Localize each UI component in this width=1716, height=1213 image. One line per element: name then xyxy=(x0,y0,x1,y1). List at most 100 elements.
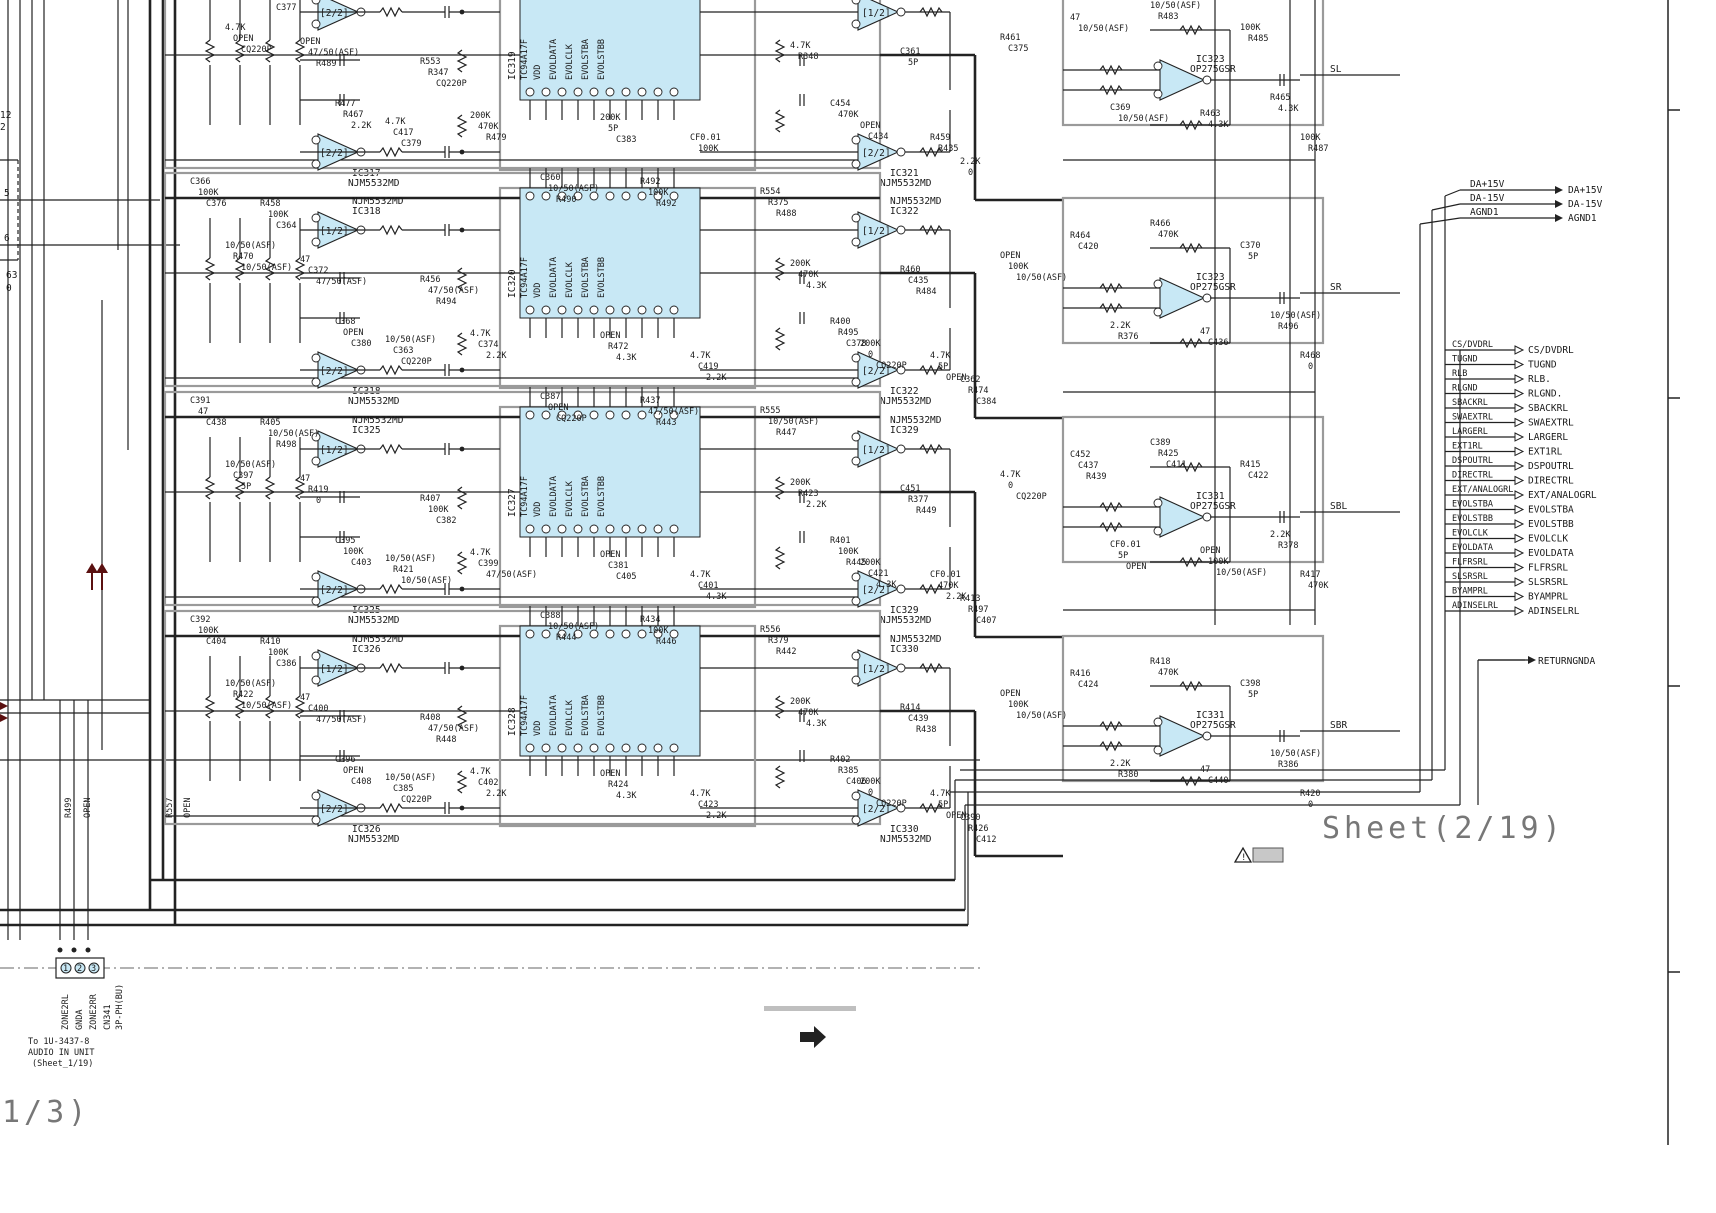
signal-port-label: BYAMPRL xyxy=(1528,592,1568,603)
ic-pin-label: EVOLDATA xyxy=(549,39,559,80)
part-label: CQ220P xyxy=(401,357,432,367)
opamp-ref: IC331 xyxy=(1196,710,1225,721)
opamp-unit: [1/2] xyxy=(320,664,349,675)
page-fraction: 1/3) xyxy=(2,1095,90,1130)
resistor-symbol xyxy=(774,546,786,570)
part-label: 2.2K xyxy=(806,500,827,510)
resistor-symbol xyxy=(774,765,786,789)
opamp-part: NJM5532MD xyxy=(352,196,404,207)
part-label: R556 xyxy=(760,625,780,635)
ic-pin xyxy=(573,87,583,97)
part-label: 10/50(ASF) xyxy=(401,576,452,586)
resistor-symbol xyxy=(456,770,468,794)
ic-pin xyxy=(525,524,535,534)
opamp-unit: [1/2] xyxy=(320,445,349,456)
edge-label: 5 xyxy=(4,188,10,199)
ic-pin xyxy=(557,410,567,420)
ic-pin xyxy=(557,87,567,97)
part-label: C361 xyxy=(900,47,920,57)
part-label: 5P xyxy=(241,482,251,492)
part-label: 100K xyxy=(1208,557,1229,567)
ic-pin xyxy=(653,524,663,534)
part-label: C437 xyxy=(1078,461,1098,471)
svg-text:2: 2 xyxy=(77,964,82,974)
part-label: 10/50(ASF) xyxy=(1016,273,1067,283)
part-label: C368 xyxy=(335,317,355,327)
part-label: 10/50(ASF) xyxy=(385,773,436,783)
opamp-unit: [2/2] xyxy=(320,366,349,377)
port-arrow-icon xyxy=(1514,533,1525,544)
part-label: R490 xyxy=(556,195,576,205)
opamp-unit: [1/2] xyxy=(862,664,891,675)
port-arrow-icon xyxy=(1514,403,1525,413)
part-label: R467 xyxy=(343,110,363,120)
resistor-symbol xyxy=(456,551,468,575)
part-label: C396 xyxy=(335,755,355,765)
resistor-symbol xyxy=(294,39,306,63)
part-label: 4.7K xyxy=(385,117,406,127)
part-label: 2.2K xyxy=(706,811,727,821)
part-label: 47 xyxy=(300,474,310,484)
part-label: C407 xyxy=(976,616,996,626)
signal-port-label: ADINSELRL xyxy=(1528,606,1580,617)
ic-ref: IC328 xyxy=(507,707,518,736)
left-bus xyxy=(0,0,980,940)
part-label: 10/50(ASF) xyxy=(225,241,276,251)
ic-pin xyxy=(637,629,647,639)
part-label: OPEN xyxy=(600,550,620,560)
part-label: R448 xyxy=(436,735,456,745)
left-edge-labels: 12 2 5 6 63 0 xyxy=(0,110,17,294)
port-arrow-icon xyxy=(1555,200,1563,208)
part-label: 100K xyxy=(648,626,669,636)
part-label: R496 xyxy=(1278,322,1298,332)
part-label: R401 xyxy=(830,536,850,546)
resistor-symbol xyxy=(264,476,276,500)
part-label: R407 xyxy=(420,494,440,504)
pin-marker xyxy=(311,213,321,223)
resistor-symbol xyxy=(294,257,306,281)
part-label: 200K xyxy=(790,478,811,488)
power-port-label: AGND1 xyxy=(1568,213,1597,224)
ic-pin-label: VDD xyxy=(533,721,543,736)
part-label: C440 xyxy=(1208,776,1228,786)
ic-pin xyxy=(557,743,567,753)
part-label: C383 xyxy=(616,135,636,145)
resistor-symbol xyxy=(1179,461,1203,473)
volume-ic xyxy=(519,0,701,101)
part-label: 100K xyxy=(198,188,219,198)
part-label: C435 xyxy=(908,276,928,286)
resistor-symbol xyxy=(919,443,943,455)
ic-pin xyxy=(669,87,679,97)
part-label: 0 xyxy=(868,350,873,360)
part-label: 10/50(ASF) xyxy=(1118,114,1169,124)
resistor-symbol xyxy=(456,705,468,729)
part-label: R408 xyxy=(420,713,440,723)
ic-pin xyxy=(621,743,631,753)
part-label: C397 xyxy=(233,471,253,481)
part-label: C380 xyxy=(351,339,371,349)
volume-ic xyxy=(519,187,701,319)
ic-pin-label: EVOLDATA xyxy=(549,476,559,517)
ic-pin xyxy=(557,629,567,639)
part-label: R439 xyxy=(1086,472,1106,482)
opamp-ref: IC326 xyxy=(352,644,381,655)
part-label: C436 xyxy=(1208,338,1228,348)
part-label: 100K xyxy=(838,547,859,557)
power-port-label: DA-15V xyxy=(1568,199,1603,210)
signal-port-label: EVOLSTBB xyxy=(1528,519,1574,530)
warning-icon: ! xyxy=(1233,846,1284,863)
resistor-symbol xyxy=(919,224,943,236)
resistor-symbol xyxy=(456,332,468,356)
section-frame xyxy=(163,609,882,826)
signal-net-label: EVOLDATA xyxy=(1452,543,1493,553)
part-label: 10/50(ASF) xyxy=(225,679,276,689)
mix-opamp xyxy=(1159,715,1206,757)
part-label: OPEN xyxy=(343,766,363,776)
ic-pin-label: EVOLCLK xyxy=(565,480,575,517)
pin-marker xyxy=(896,584,906,594)
part-label: 47/50(ASF) xyxy=(428,286,479,296)
signal-port-label: DSPOUTRL xyxy=(1528,461,1574,472)
ic-pin-label: EVOLDATA xyxy=(549,695,559,736)
ic-pin xyxy=(541,410,551,420)
ic-part: TC94A17F xyxy=(520,39,530,80)
